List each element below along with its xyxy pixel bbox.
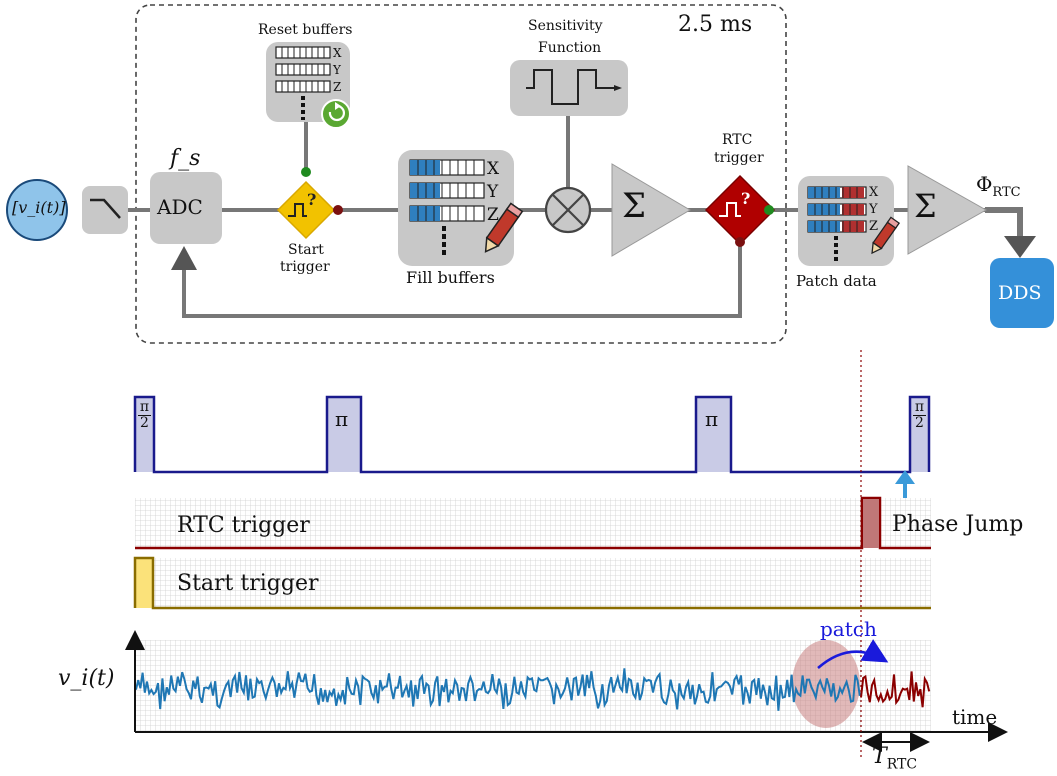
start-trigger-label-line2: trigger bbox=[280, 259, 330, 275]
trtc-label: TRTC bbox=[872, 744, 917, 772]
start-trigger-lane bbox=[135, 558, 931, 608]
fill-buffer-bars bbox=[409, 159, 485, 256]
patch-data-label: Patch data bbox=[796, 272, 877, 290]
pulse-pi-2: π bbox=[705, 407, 719, 431]
dds-arrowhead bbox=[1004, 236, 1036, 258]
rtc-trigger-trace bbox=[135, 496, 931, 550]
sensitivity-label-line1: Sensitivity bbox=[528, 18, 603, 34]
trtc-symbol: T bbox=[872, 744, 887, 769]
adc-block bbox=[150, 172, 222, 244]
lowpass-icon bbox=[90, 198, 121, 219]
summation-block-1 bbox=[611, 163, 691, 257]
patch-z-label: Z bbox=[869, 219, 879, 234]
rtc-trigger-label-line2: trigger bbox=[714, 150, 764, 166]
rtc-trigger-lane bbox=[135, 498, 931, 548]
reset-icon bbox=[321, 99, 351, 129]
patch-buffer-bars bbox=[807, 186, 867, 262]
reset-y-label: Y bbox=[333, 63, 341, 77]
sum-label-1: Σ bbox=[622, 186, 647, 226]
pulse-pi-1: π bbox=[335, 407, 349, 431]
patch-arrow bbox=[817, 639, 889, 669]
start-trigger-pulse bbox=[136, 559, 152, 608]
fill-y-label: Y bbox=[487, 182, 499, 202]
signal-trace-history bbox=[135, 668, 861, 711]
rtc-trigger-pulse bbox=[863, 499, 879, 548]
sensitivity-waveform-icon bbox=[526, 69, 614, 105]
reset-x-label: X bbox=[333, 46, 342, 60]
rtc-trigger-lane-label: RTC trigger bbox=[177, 513, 310, 538]
patch-pencil-icon bbox=[871, 216, 901, 255]
patch-y-label: Y bbox=[869, 202, 878, 217]
rtc-trigger-label-line1: RTC bbox=[722, 132, 753, 148]
adc-label: ADC bbox=[157, 195, 203, 219]
fill-z-label: Z bbox=[487, 205, 499, 225]
fs-label: f_s bbox=[170, 146, 201, 171]
start-trigger-diamond bbox=[276, 180, 336, 240]
block-diagram bbox=[6, 4, 1054, 344]
start-trigger-lane-label: Start trigger bbox=[177, 571, 319, 596]
dds-connector bbox=[985, 207, 1023, 240]
pulse-pi-half-1-den: 2 bbox=[140, 415, 149, 431]
pulse-sequence bbox=[133, 395, 931, 474]
patch-x-label: X bbox=[869, 185, 879, 200]
pulse-pi-half-2-num: π bbox=[914, 399, 925, 415]
duration-label: 2.5 ms bbox=[678, 12, 753, 37]
timing-diagram bbox=[125, 350, 1008, 760]
phi-subscript: RTC bbox=[992, 185, 1021, 200]
rtc-trigger-diamond bbox=[704, 174, 776, 246]
refresh-arrow-icon bbox=[328, 104, 346, 122]
patch-label: patch bbox=[820, 617, 877, 641]
sensitivity-label-line2: Function bbox=[538, 40, 602, 56]
reset-buffer-bars bbox=[275, 46, 331, 120]
start-trigger-trace bbox=[133, 556, 931, 610]
pulse-pi-half-2-den: 2 bbox=[915, 415, 924, 431]
phi-label: ΦRTC bbox=[976, 172, 1021, 200]
reset-z-label: Z bbox=[333, 80, 342, 94]
fill-buffers-label: Fill buffers bbox=[406, 268, 495, 287]
input-label: [v_i(t)] bbox=[12, 198, 66, 217]
sum-label-2: Σ bbox=[914, 187, 937, 225]
pulse-pi-half-2: π 2 bbox=[911, 400, 928, 431]
dds-block bbox=[990, 258, 1054, 328]
pencil-icon bbox=[484, 202, 524, 253]
sensitivity-function-block bbox=[510, 60, 628, 116]
pulse-pi-half-1-num: π bbox=[139, 399, 150, 415]
time-label: time bbox=[952, 705, 998, 729]
start-pulse-icon bbox=[288, 203, 307, 217]
low-pass-filter bbox=[82, 186, 128, 234]
signal-label: v_i(t) bbox=[58, 666, 115, 691]
phi-symbol: Φ bbox=[976, 172, 993, 196]
signal-trace-patched bbox=[860, 671, 931, 708]
start-trigger-label-line1: Start bbox=[288, 242, 324, 258]
feedback-loop bbox=[182, 242, 742, 318]
reset-buffers-label: Reset buffers bbox=[258, 22, 353, 38]
input-node bbox=[6, 179, 68, 241]
dds-label: DDS bbox=[998, 282, 1042, 304]
trtc-subscript: RTC bbox=[886, 756, 918, 773]
rtc-pulse-icon bbox=[719, 202, 741, 217]
feedback-arrowhead bbox=[171, 246, 197, 270]
pulse-pi-half-1: π 2 bbox=[136, 400, 153, 431]
phase-jump-label: Phase Jump bbox=[892, 512, 1024, 537]
summation-block-2 bbox=[907, 165, 988, 255]
timing-boundary bbox=[135, 4, 787, 344]
start-trigger-glyph: ? bbox=[307, 190, 317, 209]
fill-x-label: X bbox=[487, 159, 500, 179]
rtc-trigger-glyph: ? bbox=[741, 189, 751, 208]
